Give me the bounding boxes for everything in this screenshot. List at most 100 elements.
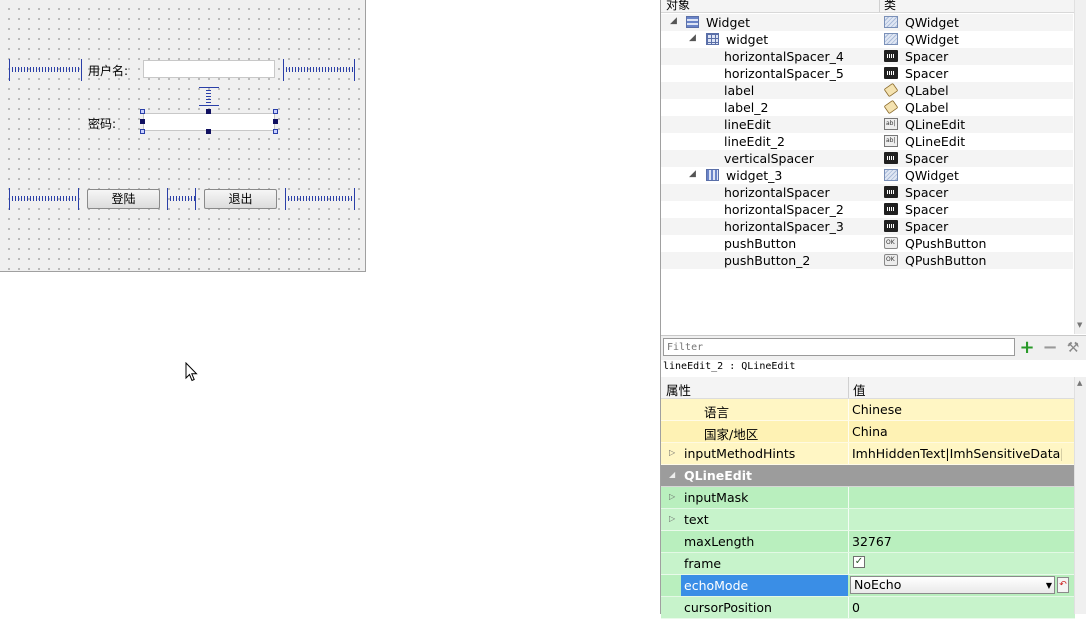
property-value[interactable]: China bbox=[852, 424, 888, 439]
collapse-arrow-icon[interactable]: ◢ bbox=[670, 16, 677, 26]
object-class: Spacer bbox=[905, 49, 949, 64]
expand-arrow-icon[interactable]: ▷ bbox=[669, 514, 676, 523]
property-value[interactable]: 32767 bbox=[852, 534, 892, 549]
password-label[interactable]: 密码: bbox=[88, 117, 117, 131]
property-group-qlineedit[interactable]: ◢ QLineEdit bbox=[661, 465, 1075, 487]
resize-handle[interactable] bbox=[206, 109, 211, 114]
tree-row-horizontalspacer[interactable]: horizontalSpacer Spacer bbox=[661, 184, 1073, 201]
object-name: horizontalSpacer_3 bbox=[724, 219, 844, 234]
object-name: lineEdit bbox=[724, 117, 771, 132]
object-class: Spacer bbox=[905, 151, 949, 166]
tree-row-pushbutton[interactable]: pushButton QPushButton bbox=[661, 235, 1073, 252]
column-object[interactable]: 对象 bbox=[666, 0, 691, 12]
tree-row-horizontalspacer-3[interactable]: horizontalSpacer_3 Spacer bbox=[661, 218, 1073, 235]
resize-handle[interactable] bbox=[206, 129, 211, 134]
plus-icon[interactable]: + bbox=[1019, 337, 1035, 358]
object-name: pushButton bbox=[724, 236, 797, 251]
spacer-icon bbox=[884, 67, 898, 79]
dropdown-arrow-icon[interactable]: ▼ bbox=[1045, 581, 1052, 590]
exit-button[interactable]: 退出 bbox=[204, 189, 277, 209]
object-name: horizontalSpacer_5 bbox=[724, 66, 844, 81]
resize-handle[interactable] bbox=[273, 119, 278, 124]
tree-row-verticalspacer[interactable]: verticalSpacer Spacer bbox=[661, 150, 1073, 167]
property-editor-scrollbar[interactable]: ▲ bbox=[1074, 377, 1086, 614]
horizontal-spacer-4[interactable] bbox=[9, 59, 82, 81]
filter-input[interactable] bbox=[663, 338, 1015, 356]
property-row-inputmask[interactable]: ▷ inputMask bbox=[661, 487, 1075, 509]
property-row-country[interactable]: 国家/地区 China bbox=[661, 421, 1075, 443]
tree-row-widget-child[interactable]: ◢ widget QWidget bbox=[661, 31, 1073, 48]
tree-row-lineedit[interactable]: lineEdit QLineEdit bbox=[661, 116, 1073, 133]
selected-object-caption: lineEdit_2 : QLineEdit bbox=[663, 361, 796, 372]
property-value[interactable]: Chinese bbox=[852, 402, 902, 417]
expand-arrow-icon[interactable]: ▷ bbox=[669, 448, 676, 457]
property-row-echomode[interactable]: echoMode NoEcho ▼ ↶ bbox=[661, 575, 1075, 597]
object-class: Spacer bbox=[905, 66, 949, 81]
username-label[interactable]: 用户名: bbox=[88, 64, 129, 78]
frame-checkbox[interactable]: ✓ bbox=[853, 556, 865, 568]
group-name: QLineEdit bbox=[684, 468, 752, 483]
property-name: echoMode bbox=[684, 578, 749, 593]
collapse-arrow-icon[interactable]: ◢ bbox=[689, 33, 696, 43]
wrench-icon[interactable]: ⚒ bbox=[1066, 340, 1080, 356]
scroll-up-arrow-icon[interactable]: ▲ bbox=[1077, 379, 1083, 387]
object-inspector-scrollbar[interactable]: ▼ bbox=[1074, 0, 1086, 334]
tree-row-widget-3[interactable]: ◢ widget_3 QWidget bbox=[661, 167, 1073, 184]
pushbutton-icon bbox=[884, 237, 898, 249]
tree-row-horizontalspacer-2[interactable]: horizontalSpacer_2 Spacer bbox=[661, 201, 1073, 218]
object-class: Spacer bbox=[905, 219, 949, 234]
tree-row-pushbutton-2[interactable]: pushButton_2 QPushButton bbox=[661, 252, 1073, 269]
vertical-spacer[interactable] bbox=[199, 87, 219, 106]
tree-row-horizontalspacer-4[interactable]: horizontalSpacer_4 Spacer bbox=[661, 48, 1073, 65]
horizontal-spacer-5[interactable] bbox=[283, 59, 355, 81]
login-button[interactable]: 登陆 bbox=[87, 189, 160, 209]
resize-handle[interactable] bbox=[140, 119, 145, 124]
tree-row-widget[interactable]: ◢ Widget QWidget bbox=[661, 14, 1073, 31]
property-row-maxlength[interactable]: maxLength 32767 bbox=[661, 531, 1075, 553]
horizontal-spacer-2[interactable] bbox=[167, 188, 196, 210]
form-canvas[interactable]: 用户名: 密码: 登陆 退出 bbox=[0, 0, 366, 272]
combobox-value: NoEcho bbox=[854, 577, 902, 592]
minus-icon[interactable]: − bbox=[1042, 337, 1058, 358]
property-name: text bbox=[684, 512, 709, 527]
property-row-inputmethodhints[interactable]: ▷ inputMethodHints ImhHiddenText|ImhSens… bbox=[661, 443, 1075, 465]
resize-handle[interactable] bbox=[140, 109, 145, 114]
column-value[interactable]: 值 bbox=[853, 383, 866, 398]
echomode-combobox[interactable]: NoEcho ▼ bbox=[850, 576, 1055, 594]
username-lineedit[interactable] bbox=[143, 60, 275, 78]
mouse-cursor-icon bbox=[185, 362, 198, 382]
object-name: horizontalSpacer bbox=[724, 185, 830, 200]
collapse-arrow-icon[interactable]: ◢ bbox=[669, 470, 676, 479]
expand-arrow-icon[interactable]: ▷ bbox=[669, 492, 676, 501]
tree-row-label[interactable]: label QLabel bbox=[661, 82, 1073, 99]
object-name: horizontalSpacer_2 bbox=[724, 202, 844, 217]
tree-row-horizontalspacer-5[interactable]: horizontalSpacer_5 Spacer bbox=[661, 65, 1073, 82]
column-property[interactable]: 属性 bbox=[666, 383, 692, 398]
property-row-text[interactable]: ▷ text bbox=[661, 509, 1075, 531]
property-value[interactable]: ImhHiddenText|ImhSensitiveData|I... bbox=[852, 446, 1062, 461]
tree-row-label-2[interactable]: label_2 QLabel bbox=[661, 99, 1073, 116]
resize-handle[interactable] bbox=[140, 129, 145, 134]
vbox-layout-icon bbox=[686, 16, 699, 28]
object-class: QWidget bbox=[905, 168, 959, 183]
collapse-arrow-icon[interactable]: ◢ bbox=[689, 169, 696, 179]
horizontal-spacer-3[interactable] bbox=[285, 188, 355, 210]
property-row-language[interactable]: 语言 Chinese bbox=[661, 399, 1075, 421]
resize-handle[interactable] bbox=[273, 129, 278, 134]
property-row-cursorposition[interactable]: cursorPosition 0 bbox=[661, 597, 1075, 619]
resize-handle[interactable] bbox=[273, 109, 278, 114]
reset-property-icon[interactable]: ↶ bbox=[1057, 577, 1069, 593]
object-class: Spacer bbox=[905, 202, 949, 217]
horizontal-spacer[interactable] bbox=[9, 188, 79, 210]
property-row-frame[interactable]: frame ✓ bbox=[661, 553, 1075, 575]
scroll-down-arrow-icon[interactable]: ▼ bbox=[1077, 321, 1083, 329]
property-name: frame bbox=[684, 556, 722, 571]
object-class: QLabel bbox=[905, 100, 949, 115]
hbox-layout-icon bbox=[706, 169, 719, 181]
object-name: widget bbox=[726, 32, 769, 47]
property-value[interactable]: 0 bbox=[852, 600, 860, 615]
designer-side-panel: 对象 类 ◢ Widget QWidget ◢ widget QWidget h… bbox=[660, 0, 1086, 619]
tree-row-lineedit-2[interactable]: lineEdit_2 QLineEdit bbox=[661, 133, 1073, 150]
column-class[interactable]: 类 bbox=[884, 0, 897, 12]
widget-icon bbox=[884, 33, 898, 45]
